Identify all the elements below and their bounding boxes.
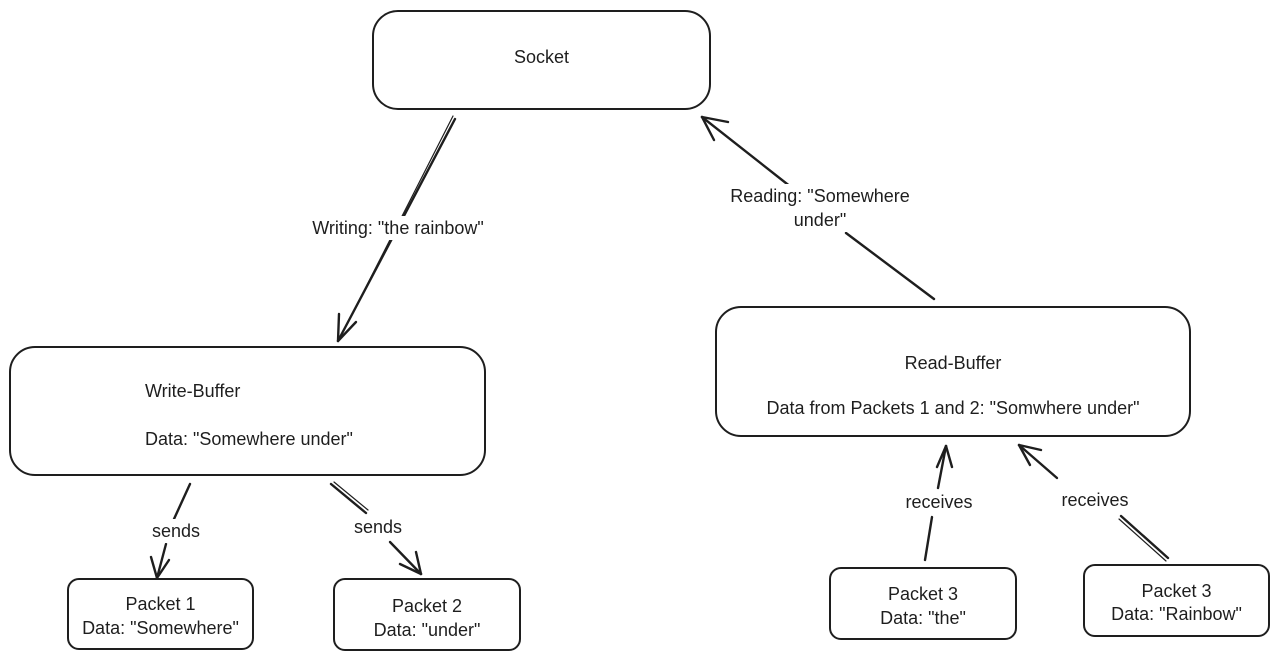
write-buffer-node: Write-Buffer Data: "Somewhere under" [9,346,486,476]
write-buffer-data: Data: "Somewhere under" [145,429,353,449]
packet-2-title: Packet 2 [391,596,463,616]
packet-2-data: Data: "under" [373,620,481,640]
packet-3-the-node: Packet 3 Data: "the" [829,567,1017,640]
packet-3-rainbow-title: Packet 3 [1141,581,1212,601]
edge-receives-2-arrow [1017,443,1170,562]
edge-sends-2-arrow [329,481,423,576]
edge-reading-arrow [700,115,936,301]
packet-3-rainbow-node: Packet 3 Data: "Rainbow" [1083,564,1270,637]
edge-receives-1-arrow [923,444,954,562]
reading-label-line-1: Reading: "Somewhere [730,186,910,206]
sends-1-label: sends [143,519,209,543]
writing-label: Writing: "the rainbow" [296,216,500,240]
read-buffer-node: Read-Buffer Data from Packets 1 and 2: "… [715,306,1191,437]
receives-1-label: receives [897,490,981,514]
read-buffer-data: Data from Packets 1 and 2: "Somwhere und… [766,398,1140,418]
socket-node: Socket [372,10,711,110]
packet-1-title: Packet 1 [125,594,196,614]
packet-1-node: Packet 1 Data: "Somewhere" [67,578,254,650]
packet-3-the-data: Data: "the" [880,608,966,628]
packet-3-rainbow-data: Data: "Rainbow" [1111,604,1242,624]
sends-2-label: sends [345,515,411,539]
reading-label: Reading: "Somewhere under" [716,184,924,232]
read-buffer-title: Read-Buffer [904,353,1002,373]
packet-3-the-title: Packet 3 [887,584,959,604]
write-buffer-title: Write-Buffer [145,381,241,401]
socket-title: Socket [513,47,570,67]
reading-label-line-2: under" [793,210,847,230]
edge-sends-1-arrow [149,482,192,580]
packet-1-data: Data: "Somewhere" [82,618,239,638]
packet-2-node: Packet 2 Data: "under" [333,578,521,651]
receives-2-label: receives [1053,488,1137,512]
